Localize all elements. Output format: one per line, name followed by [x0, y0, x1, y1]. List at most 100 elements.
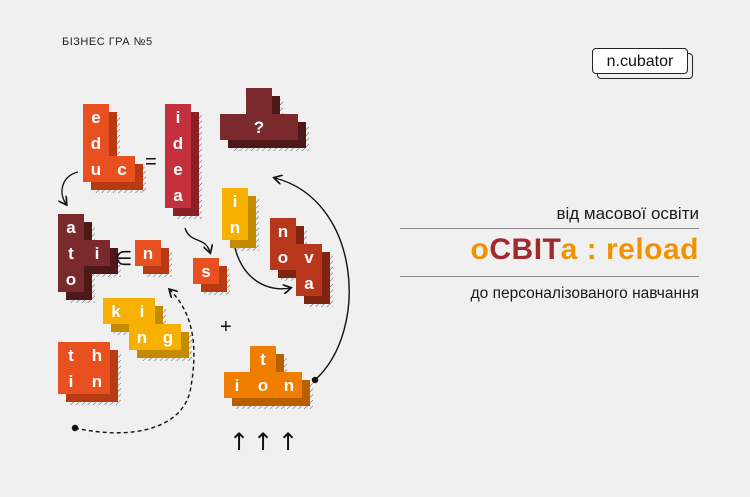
piece-letter: i [176, 108, 181, 127]
divider-top [400, 228, 699, 229]
math-symbols: = ∈ + ↑ ↑ ↑ [115, 151, 298, 456]
piece-letter: t [260, 350, 266, 369]
piece-cell [58, 342, 84, 368]
connector-line [234, 247, 290, 289]
piece-question: ? [220, 88, 309, 151]
piece-letter: n [143, 244, 153, 263]
piece-letter: v [304, 248, 314, 267]
piece-cell [222, 188, 248, 214]
piece-cell [83, 104, 109, 130]
piece-letter: d [173, 134, 183, 153]
piece-cell [296, 270, 322, 296]
piece-cell [109, 156, 135, 182]
divider-bottom [400, 276, 699, 277]
piece-letter: n [278, 222, 288, 241]
piece-cell [83, 130, 109, 156]
piece-letter: t [68, 244, 74, 263]
piece-cell [270, 218, 296, 244]
piece-cell [58, 240, 84, 266]
piece-letter: o [66, 270, 76, 289]
piece-letter: h [92, 346, 102, 365]
piece-in: in [222, 188, 259, 251]
piece-cell [135, 240, 161, 266]
headline-part2: СВІТ [489, 233, 561, 266]
piece-letter: a [173, 186, 183, 205]
piece-letter: i [69, 372, 74, 391]
piece-cell [276, 372, 302, 398]
piece-cell [250, 346, 276, 372]
piece-cell [155, 324, 181, 350]
piece-letter: e [173, 160, 182, 179]
piece-letter: i [140, 302, 145, 321]
piece-cell [296, 244, 322, 270]
piece-cell [165, 130, 191, 156]
game-caption: БІЗНЕС ГРА №5 [62, 36, 153, 48]
connector-dot [71, 424, 79, 432]
piece-cell [58, 214, 84, 240]
piece-letter: a [66, 218, 76, 237]
piece-s: s [193, 258, 230, 295]
connector-arrows [62, 171, 350, 434]
piece-cell [193, 258, 219, 284]
piece-letter: s [201, 262, 210, 281]
connector-line [184, 227, 210, 252]
connector-line [62, 171, 79, 204]
piece-cell [58, 368, 84, 394]
plus-symbol: + [220, 316, 232, 338]
piece-letter: n [230, 218, 240, 237]
piece-cell [129, 324, 155, 350]
connector-line [275, 178, 350, 381]
piece-cell [246, 114, 272, 140]
piece-letter: a [304, 274, 314, 293]
piece-cell [84, 240, 110, 266]
element-of-symbol: ∈ [115, 246, 132, 270]
piece-letter: o [258, 376, 268, 395]
connector-dot [311, 376, 319, 384]
piece-cell [58, 266, 84, 292]
piece-cell [224, 372, 250, 398]
headline-part3: а : reload [560, 233, 699, 266]
connector-line [74, 290, 195, 434]
piece-cell [250, 372, 276, 398]
piece-n: n [135, 240, 172, 277]
piece-cell [272, 114, 298, 140]
subtitle-from: від масової освіти [556, 204, 699, 223]
arrow-up-icon: ↑ [278, 428, 298, 456]
piece-cell [103, 298, 129, 324]
piece-letter: t [68, 346, 74, 365]
piece-cell [165, 156, 191, 182]
piece-cell [165, 182, 191, 208]
piece-cell [84, 368, 110, 394]
piece-cell [129, 298, 155, 324]
ncubator-logo: n.cubator [592, 48, 688, 74]
piece-cell [84, 342, 110, 368]
piece-letter: d [91, 134, 101, 153]
piece-cell [270, 244, 296, 270]
equals-symbol: = [145, 151, 157, 173]
piece-letter: c [117, 160, 126, 179]
piece-letter: n [284, 376, 294, 395]
piece-cell [165, 104, 191, 130]
subtitle-to: до персоналізованого навчання [470, 285, 699, 302]
piece-cell [246, 88, 272, 114]
piece-letter: i [233, 192, 238, 211]
piece-cell [83, 156, 109, 182]
piece-letter: n [92, 372, 102, 391]
arrow-up-icon: ↑ [253, 428, 273, 456]
piece-letter: o [278, 248, 288, 267]
piece-letter: i [235, 376, 240, 395]
headline: оСВІТа : reload [400, 233, 699, 267]
piece-letter: k [111, 302, 121, 321]
piece-letter: ? [254, 118, 264, 137]
piece-letter: g [163, 328, 173, 347]
piece-letter: u [91, 160, 101, 179]
